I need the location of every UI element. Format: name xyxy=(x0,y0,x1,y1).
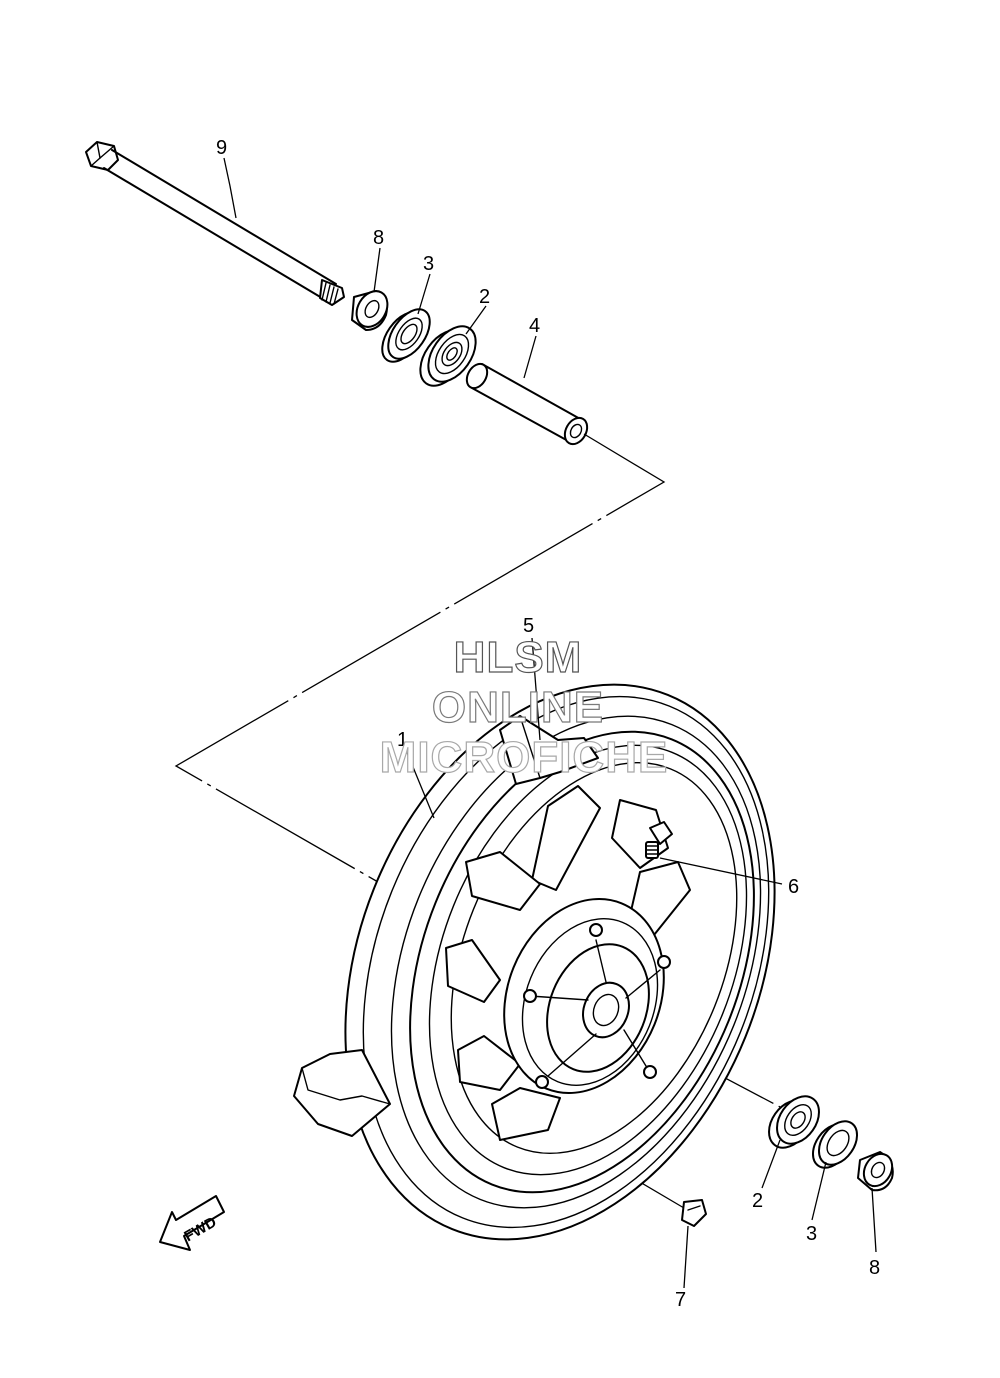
callout-balance-weight: 5 xyxy=(523,615,534,637)
wheel-spacer xyxy=(465,362,589,446)
oil-seal-top xyxy=(381,308,431,363)
bearing-bottom xyxy=(768,1095,820,1149)
callout-oil-seal-bottom: 3 xyxy=(806,1223,817,1245)
callout-valve: 6 xyxy=(788,876,799,898)
leader-lines xyxy=(223,157,877,1289)
air-valve xyxy=(645,821,673,859)
callout-oil-seal-top: 3 xyxy=(423,253,434,275)
fwd-arrow-icon: FWD xyxy=(159,1195,225,1251)
front-wheel xyxy=(344,683,776,1241)
callout-numbers: 9 8 3 2 4 5 1 6 2 3 8 7 xyxy=(216,137,880,1311)
balance-weight xyxy=(499,715,599,785)
collar-top xyxy=(351,290,389,331)
watermark: HLSM ONLINE MICROFICHE xyxy=(379,632,669,782)
callout-spacer: 4 xyxy=(529,315,540,337)
wheel-fender xyxy=(293,1049,391,1137)
wheel-hub xyxy=(503,898,671,1094)
bearing-top xyxy=(419,325,477,387)
callout-bearing-top: 2 xyxy=(479,286,490,308)
callout-clip: 7 xyxy=(675,1289,686,1311)
callout-axle: 9 xyxy=(216,137,227,159)
collar-bottom xyxy=(857,1151,894,1192)
callout-collar-top: 8 xyxy=(373,227,384,249)
callout-bearing-bottom: 2 xyxy=(752,1190,763,1212)
clip xyxy=(681,1199,707,1227)
front-axle xyxy=(85,141,345,306)
callout-collar-bottom: 8 xyxy=(869,1257,880,1279)
watermark-line-3: MICROFICHE xyxy=(380,733,669,782)
oil-seal-bottom xyxy=(811,1120,859,1169)
callout-wheel: 1 xyxy=(397,729,408,751)
watermark-line-1: HLSM xyxy=(454,633,583,682)
watermark-line-2: ONLINE xyxy=(432,683,604,732)
